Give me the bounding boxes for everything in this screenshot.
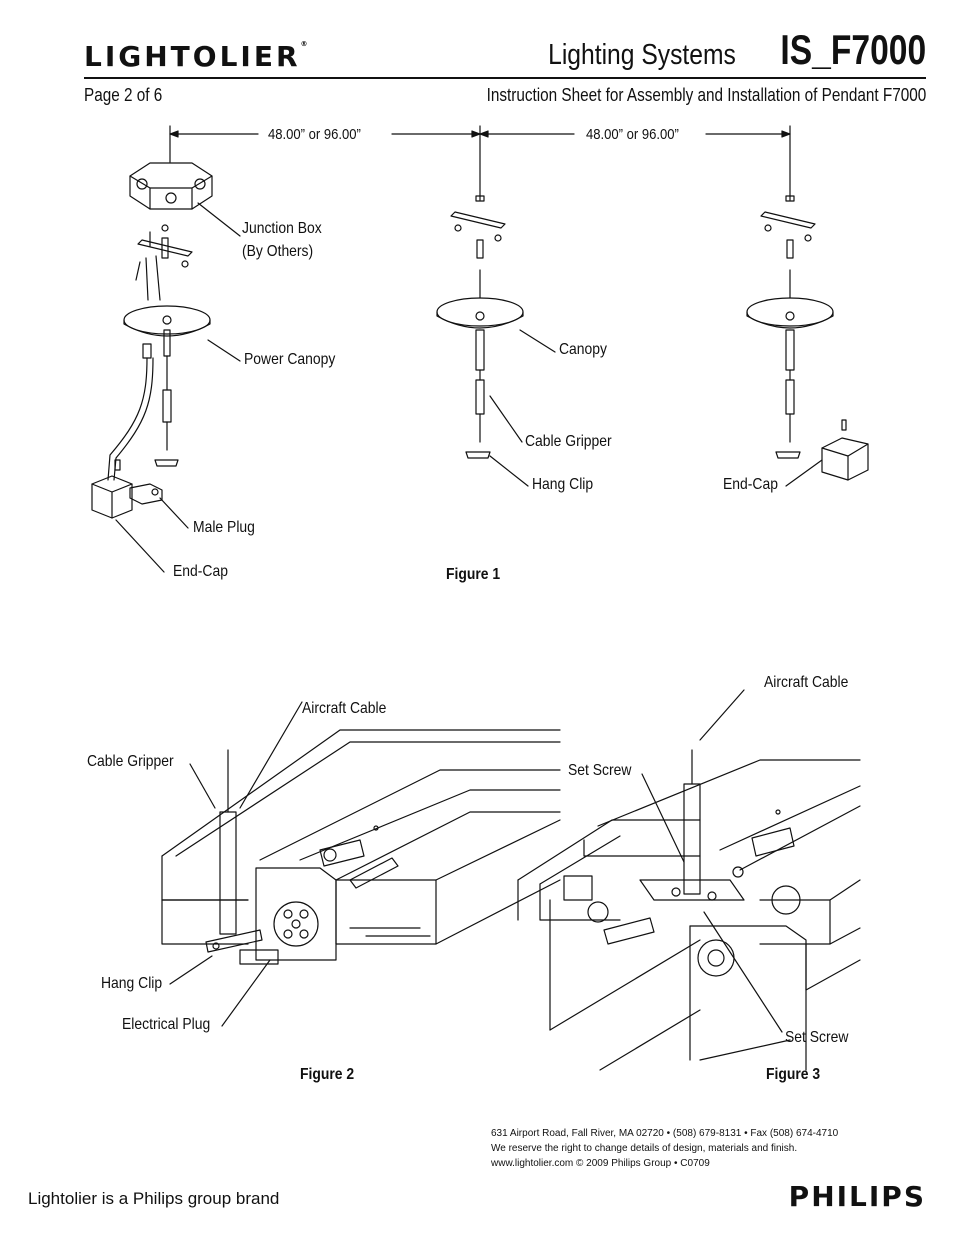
- label-hang-clip-fig2: Hang Clip: [101, 975, 163, 992]
- philips-logo: PHILIPS: [788, 1180, 926, 1213]
- label-aircraft-cable-fig2: Aircraft Cable: [302, 700, 387, 717]
- label-set-screw-top: Set Screw: [568, 762, 632, 779]
- label-set-screw-bottom: Set Screw: [785, 1029, 849, 1046]
- lightolier-logo: LIGHTOLIER®: [84, 40, 308, 73]
- label-power-canopy: Power Canopy: [244, 351, 336, 368]
- disclaimer-line: We reserve the right to change details o…: [491, 1143, 798, 1154]
- label-end-cap-right: End-Cap: [723, 476, 778, 493]
- figure3-caption: Figure 3: [766, 1066, 821, 1083]
- doc-code: IS_F7000: [780, 26, 926, 73]
- header-rule: [84, 77, 926, 79]
- figure1-drawing: [91, 125, 869, 573]
- page-number: Page 2 of 6: [84, 85, 163, 105]
- label-male-plug: Male Plug: [193, 519, 255, 536]
- label-hang-clip-fig1: Hang Clip: [532, 476, 594, 493]
- label-canopy: Canopy: [559, 341, 607, 358]
- label-end-cap-left: End-Cap: [173, 563, 228, 580]
- figure3-drawing: [517, 689, 861, 1071]
- label-cable-gripper-fig1: Cable Gripper: [525, 433, 612, 450]
- label-electrical-plug: Electrical Plug: [122, 1016, 211, 1033]
- company-address: 631 Airport Road, Fall River, MA 02720 •…: [491, 1126, 838, 1171]
- figure1-caption: Figure 1: [446, 566, 501, 583]
- label-junction-box: Junction Box: [242, 220, 322, 237]
- address-line: 631 Airport Road, Fall River, MA 02720 •…: [491, 1128, 839, 1139]
- figure2-drawing: [161, 701, 561, 1027]
- dimension-left: 48.00” or 96.00”: [268, 126, 361, 143]
- label-aircraft-cable-fig3: Aircraft Cable: [764, 674, 849, 691]
- label-cable-gripper-fig2: Cable Gripper: [87, 753, 174, 770]
- brand-statement: Lightolier is a Philips group brand: [28, 1189, 280, 1208]
- instruction-title: Instruction Sheet for Assembly and Insta…: [486, 85, 926, 105]
- document-title: Lighting Systems IS_F7000: [515, 26, 926, 74]
- website-line: www.lightolier.com © 2009 Philips Group …: [491, 1158, 710, 1169]
- dimension-right: 48.00” or 96.00”: [586, 126, 679, 143]
- figure2-caption: Figure 2: [300, 1066, 355, 1083]
- label-by-others: (By Others): [242, 243, 314, 260]
- system-label: Lighting Systems: [547, 39, 736, 71]
